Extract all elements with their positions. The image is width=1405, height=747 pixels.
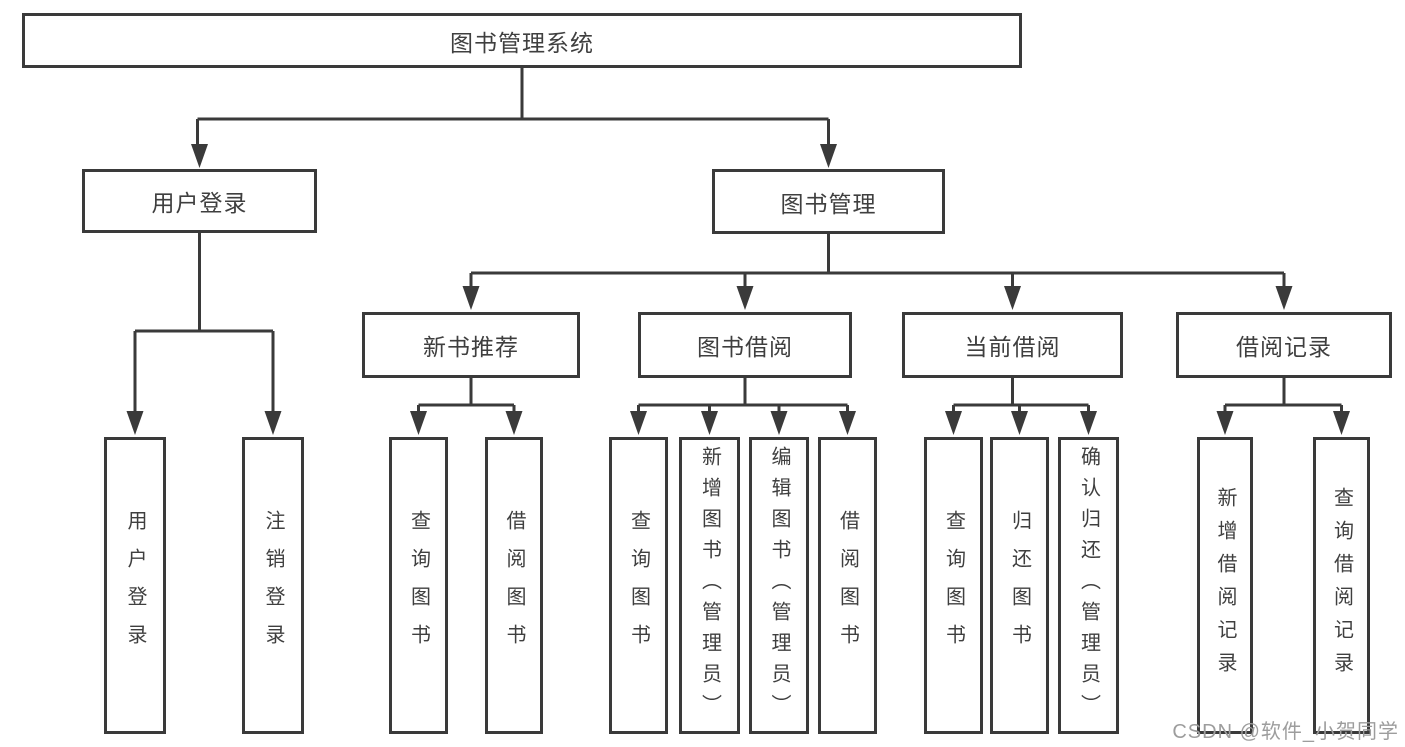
node-user-login: 用户登录: [82, 169, 317, 233]
leaf-add-books-admin: 新增图书（管理员）: [679, 437, 740, 734]
node-current-borrowing: 当前借阅: [902, 312, 1123, 378]
node-library-management-system: 图书管理系统: [22, 13, 1022, 68]
node-label: 确认归还（管理员）: [1077, 446, 1100, 725]
node-new-book-recommendation: 新书推荐: [362, 312, 580, 378]
leaf-borrow-books: 借阅图书: [818, 437, 877, 734]
node-book-borrowing: 图书借阅: [638, 312, 852, 378]
node-label: 图书管理: [780, 190, 877, 217]
leaf-query-books-borrow: 查询图书: [609, 437, 668, 734]
node-borrowing-records: 借阅记录: [1176, 312, 1392, 378]
node-label: 图书管理系统: [450, 29, 594, 56]
leaf-user-login: 用户登录: [104, 437, 166, 734]
leaf-query-books-recommend: 查询图书: [389, 437, 448, 734]
leaf-logout: 注销登录: [242, 437, 304, 734]
leaf-confirm-return-admin: 确认归还（管理员）: [1058, 437, 1119, 734]
node-label: 新书推荐: [423, 334, 519, 360]
leaf-query-books-current: 查询图书: [924, 437, 983, 734]
node-label: 编辑图书（管理员）: [768, 446, 790, 725]
node-label: 归还图书: [1008, 509, 1031, 662]
node-label: 新增图书（管理员）: [698, 446, 721, 725]
leaf-return-books: 归还图书: [990, 437, 1049, 734]
node-book-management: 图书管理: [712, 169, 945, 234]
leaf-borrow-books-recommend: 借阅图书: [485, 437, 543, 734]
leaf-edit-books-admin: 编辑图书（管理员）: [749, 437, 809, 734]
node-label: 查询借阅记录: [1330, 486, 1353, 685]
node-label: 借阅图书: [836, 509, 859, 662]
leaf-add-borrow-record: 新增借阅记录: [1197, 437, 1253, 734]
node-label: 查询图书: [407, 509, 430, 662]
node-label: 用户登录: [124, 509, 146, 662]
node-label: 借阅图书: [503, 509, 525, 662]
node-label: 当前借阅: [964, 334, 1061, 360]
node-label: 借阅记录: [1236, 334, 1332, 360]
leaf-query-borrow-record: 查询借阅记录: [1313, 437, 1370, 734]
node-label: 用户登录: [151, 190, 248, 216]
node-label: 新增借阅记录: [1214, 486, 1236, 685]
node-label: 图书借阅: [697, 334, 793, 360]
node-label: 查询图书: [627, 509, 650, 662]
node-label: 查询图书: [942, 509, 965, 662]
node-label: 注销登录: [262, 509, 284, 662]
csdn-watermark: CSDN @软件_小贺同学: [1172, 721, 1399, 743]
